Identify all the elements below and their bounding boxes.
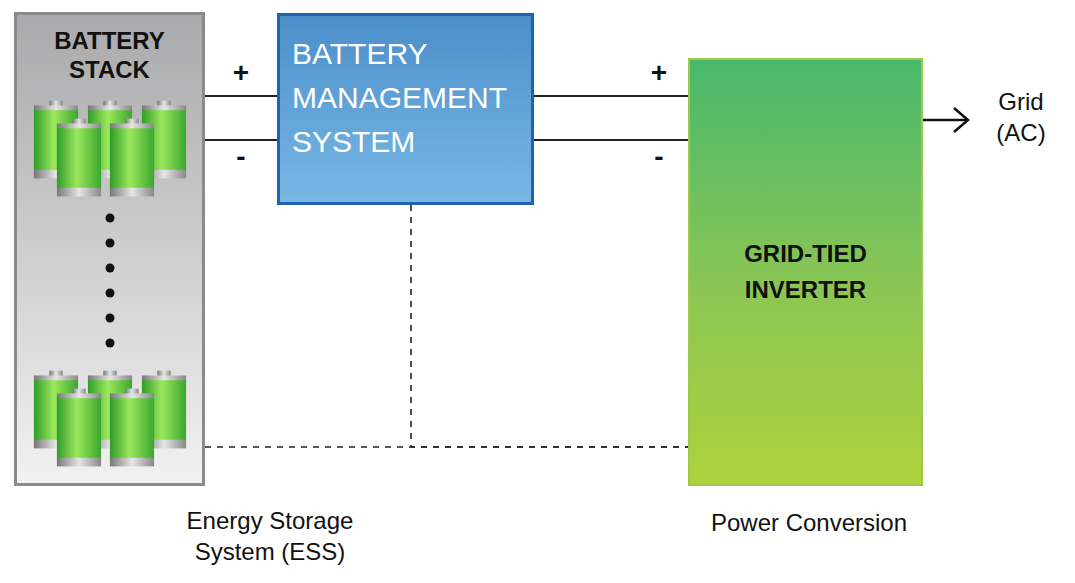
battery-cells-bottom [34, 371, 186, 467]
negative-wire [205, 139, 277, 141]
communication-line [411, 205, 688, 447]
inverter-box: GRID-TIED INVERTER [688, 58, 923, 486]
terminal-sign: + [226, 56, 256, 90]
node-title: BATTERY STACK [50, 27, 170, 85]
section-caption: Energy Storage System (ESS) [150, 505, 390, 567]
negative-wire [534, 139, 688, 141]
ellipsis-dots [106, 214, 115, 348]
node-title: BATTERY MANAGEMENT SYSTEM [292, 32, 520, 164]
terminal-sign: - [226, 140, 256, 174]
positive-wire [205, 95, 277, 97]
battery-panel-ground [15, 13, 204, 484]
terminal-sign: + [644, 56, 674, 90]
battery-stack-panel: BATTERY STACK [14, 12, 205, 486]
battery-cells-top [34, 101, 186, 197]
bms-box: BATTERY MANAGEMENT SYSTEM [277, 13, 534, 205]
terminal-sign: - [644, 140, 674, 174]
node-title: GRID-TIED INVERTER [716, 236, 896, 308]
positive-wire [534, 95, 688, 97]
section-caption: Power Conversion [668, 507, 950, 538]
grid-label: Grid (AC) [975, 86, 1067, 148]
